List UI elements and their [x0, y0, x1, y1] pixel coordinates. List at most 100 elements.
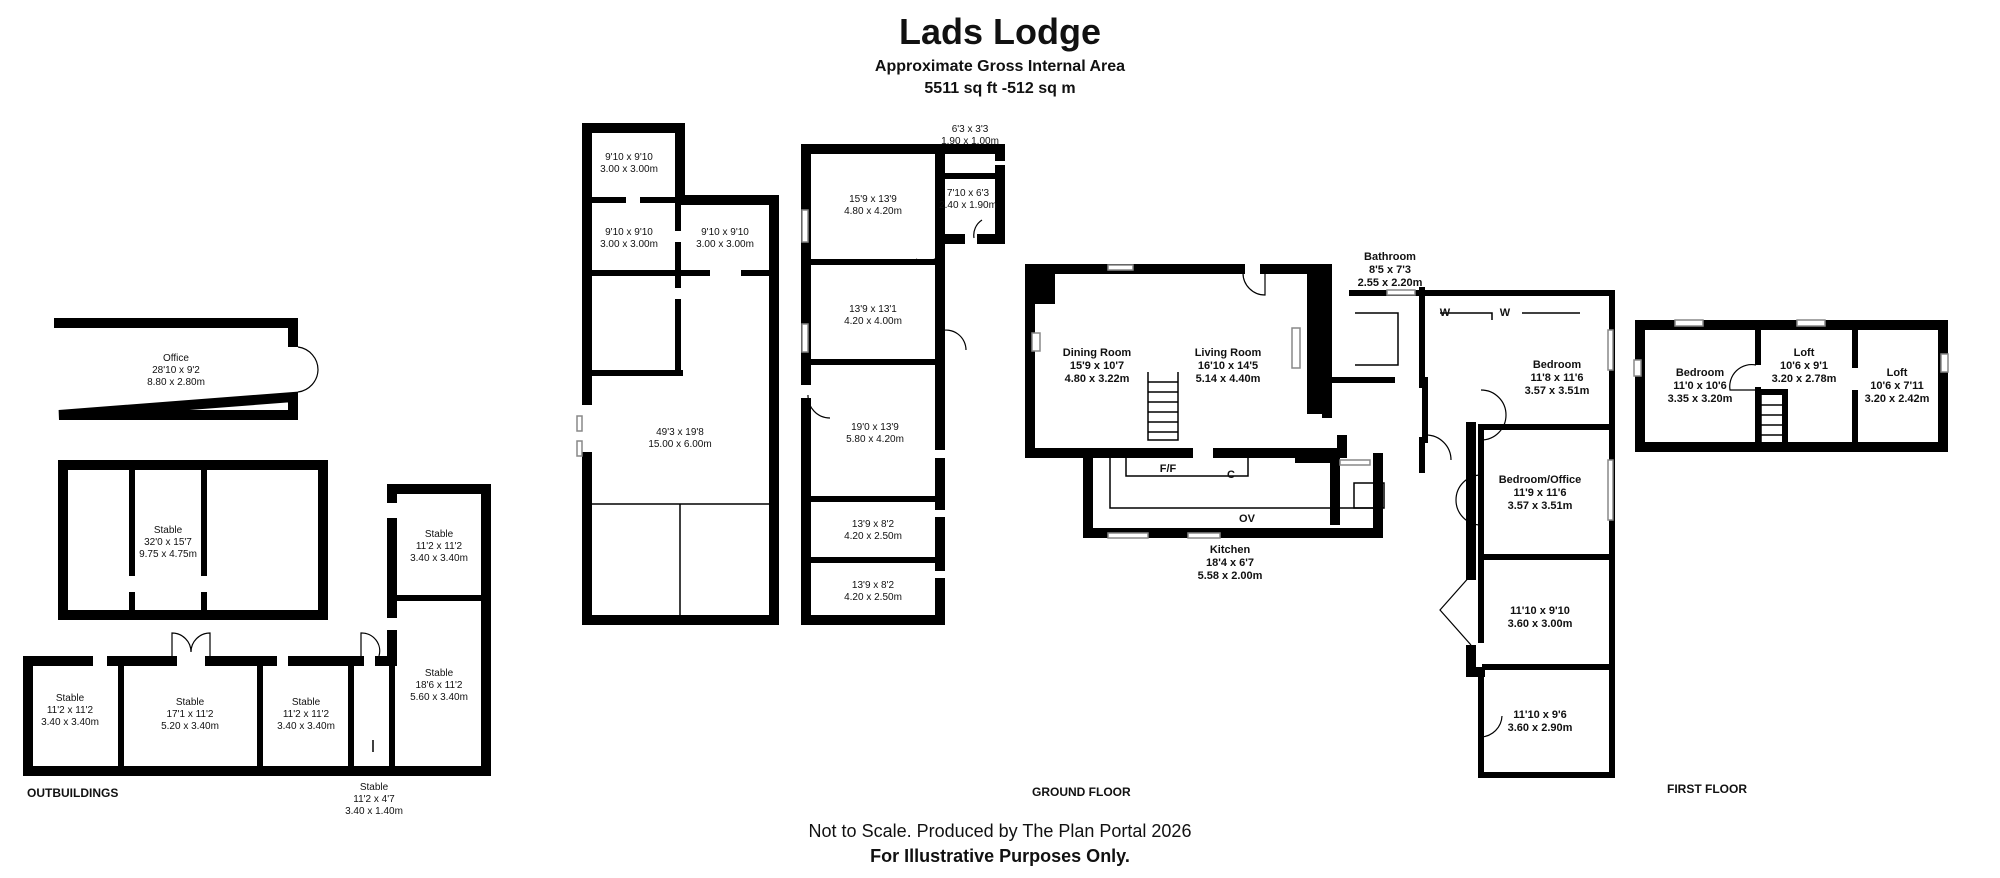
- floor-label-ground: GROUND FLOOR: [1032, 785, 1131, 799]
- floor-label-first: FIRST FLOOR: [1667, 782, 1747, 796]
- wing-plan: [801, 144, 1005, 625]
- cupboard-label: C: [1227, 469, 1235, 481]
- room-dimensions: 17'1 x 11'2: [166, 709, 213, 720]
- oven-label: OV: [1239, 513, 1256, 525]
- room-dimensions: 5.60 x 3.40m: [410, 692, 468, 703]
- room-dimensions: 2.55 x 2.20m: [1358, 277, 1423, 289]
- room-dimensions: 32'0 x 15'7: [144, 537, 192, 548]
- room-dimensions: 5.20 x 3.40m: [161, 721, 219, 732]
- room-dimensions: 11'0 x 10'6: [1673, 380, 1727, 392]
- ground-floor-plan: [1025, 264, 1615, 778]
- room-dimensions: 3.40 x 3.40m: [410, 553, 468, 564]
- wardrobe-label: W: [1500, 307, 1511, 319]
- room-name: Bathroom: [1364, 251, 1416, 263]
- room-dimensions: 3.35 x 3.20m: [1668, 393, 1733, 405]
- room-name: Stable: [292, 697, 321, 708]
- room-name: Bedroom: [1533, 359, 1582, 371]
- room-dimensions: 18'6 x 11'2: [415, 680, 462, 691]
- floor-label-outbuildings: OUTBUILDINGS: [27, 786, 118, 800]
- outbuildings-plan: [23, 318, 491, 776]
- room-dimensions: 15'9 x 10'7: [1070, 360, 1124, 372]
- footer-illustrative: For Illustrative Purposes Only.: [870, 846, 1130, 866]
- room-name: Bedroom/Office: [1499, 474, 1582, 486]
- room-dimensions: 13'9 x 8'2: [852, 580, 895, 591]
- room-dimensions: 8'5 x 7'3: [1369, 264, 1411, 276]
- room-dimensions: 3.00 x 3.00m: [696, 239, 754, 250]
- room-dimensions: 19'0 x 13'9: [851, 422, 899, 433]
- room-dimensions: 3.20 x 2.42m: [1865, 393, 1930, 405]
- plan-subtitle: Approximate Gross Internal Area: [875, 58, 1125, 75]
- room-dimensions: 3.20 x 2.78m: [1772, 373, 1837, 385]
- room-dimensions: 11'2 x 11'2: [47, 705, 94, 716]
- room-dimensions: 5.80 x 4.20m: [846, 434, 904, 445]
- room-dimensions: 3.40 x 3.40m: [277, 721, 335, 732]
- room-name: Dining Room: [1063, 347, 1132, 359]
- room-dimensions: 9'10 x 9'10: [605, 152, 653, 163]
- room-dimensions: 11'8 x 11'6: [1531, 372, 1584, 384]
- room-name: Office: [163, 353, 189, 364]
- room-name: Stable: [56, 693, 85, 704]
- room-dimensions: 9.75 x 4.75m: [139, 549, 197, 560]
- room-dimensions: 3.40 x 3.40m: [41, 717, 99, 728]
- room-dimensions: 15'9 x 13'9: [849, 194, 897, 205]
- room-dimensions: 7'10 x 6'3: [947, 188, 990, 199]
- room-name: Stable: [176, 697, 205, 708]
- room-dimensions: 3.60 x 2.90m: [1508, 722, 1573, 734]
- barn-plan: [576, 123, 779, 625]
- room-dimensions: 4.80 x 4.20m: [844, 206, 902, 217]
- room-name: Living Room: [1195, 347, 1262, 359]
- room-dimensions: 11'2 x 4'7: [353, 794, 395, 805]
- room-dimensions: 4.80 x 3.22m: [1065, 373, 1130, 385]
- room-dimensions: 5.14 x 4.40m: [1196, 373, 1261, 385]
- room-dimensions: 4.20 x 2.50m: [844, 592, 902, 603]
- room-dimensions: 49'3 x 19'8: [656, 427, 704, 438]
- room-dimensions: 3.57 x 3.51m: [1508, 500, 1573, 512]
- room-dimensions: 18'4 x 6'7: [1206, 557, 1254, 569]
- footer-disclaimer: Not to Scale. Produced by The Plan Porta…: [809, 821, 1192, 841]
- room-dimensions: 10'6 x 7'11: [1870, 380, 1924, 392]
- room-dimensions: 3.40 x 1.40m: [345, 806, 403, 817]
- room-dimensions: 16'10 x 14'5: [1198, 360, 1258, 372]
- room-dimensions: 13'9 x 13'1: [849, 304, 897, 315]
- room-dimensions: 11'2 x 11'2: [283, 709, 330, 720]
- room-dimensions: 2.40 x 1.90m: [939, 200, 997, 211]
- room-name: Stable: [154, 525, 183, 536]
- fridge-freezer-label: F/F: [1160, 463, 1177, 475]
- room-dimensions: 4.20 x 2.50m: [844, 531, 902, 542]
- room-dimensions: 11'10 x 9'6: [1513, 709, 1567, 721]
- room-name: Kitchen: [1210, 544, 1251, 556]
- room-dimensions: 4.20 x 4.00m: [844, 316, 902, 327]
- room-dimensions: 15.00 x 6.00m: [648, 439, 711, 450]
- room-dimensions: 8.80 x 2.80m: [147, 377, 205, 388]
- room-dimensions: 28'10 x 9'2: [152, 365, 200, 376]
- room-name: Loft: [1794, 347, 1815, 359]
- room-name: Bedroom: [1676, 367, 1725, 379]
- room-dimensions: 3.60 x 3.00m: [1508, 618, 1573, 630]
- room-dimensions: 11'10 x 9'10: [1510, 605, 1570, 617]
- first-floor-plan: [1633, 319, 1949, 452]
- room-dimensions: 10'6 x 9'1: [1780, 360, 1828, 372]
- room-dimensions: 9'10 x 9'10: [701, 227, 749, 238]
- room-dimensions: 1.90 x 1.00m: [941, 136, 999, 147]
- room-dimensions: 3.57 x 3.51m: [1525, 385, 1590, 397]
